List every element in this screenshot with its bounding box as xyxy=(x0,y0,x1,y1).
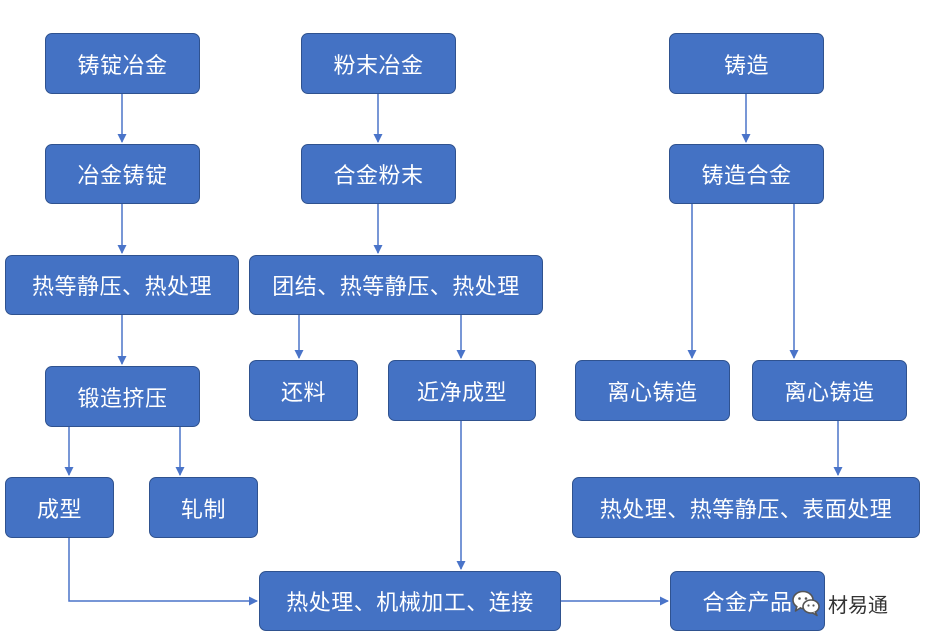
box-casting-alloy: 铸造合金 xyxy=(669,144,824,204)
watermark: 材易通 xyxy=(790,583,888,623)
box-alloy-powder: 合金粉末 xyxy=(301,144,456,204)
box-powder-metallurgy: 粉末冶金 xyxy=(301,33,456,94)
box-centrifugal-casting-2: 离心铸造 xyxy=(752,360,907,421)
box-forging-extrusion: 锻造挤压 xyxy=(45,366,200,427)
box-rolling: 轧制 xyxy=(149,477,258,538)
wechat-icon xyxy=(792,590,820,617)
box-return-material: 还料 xyxy=(249,360,358,421)
box-metallurgy-ingot: 冶金铸锭 xyxy=(45,144,200,204)
box-casting: 铸造 xyxy=(669,33,824,94)
box-forming: 成型 xyxy=(5,477,114,538)
box-hip-heat-treatment: 热等静压、热处理 xyxy=(5,255,239,315)
box-near-net-shape: 近净成型 xyxy=(388,360,536,421)
box-centrifugal-casting-1: 离心铸造 xyxy=(575,360,730,421)
box-consolidation-hip: 团结、热等静压、热处理 xyxy=(249,255,543,315)
box-ingot-metallurgy: 铸锭冶金 xyxy=(45,33,200,94)
box-surface-treatment: 热处理、热等静压、表面处理 xyxy=(572,477,920,538)
box-machining-joining: 热处理、机械加工、连接 xyxy=(259,571,561,631)
arrow-form-to-process xyxy=(68,538,258,606)
watermark-text: 材易通 xyxy=(828,592,888,617)
